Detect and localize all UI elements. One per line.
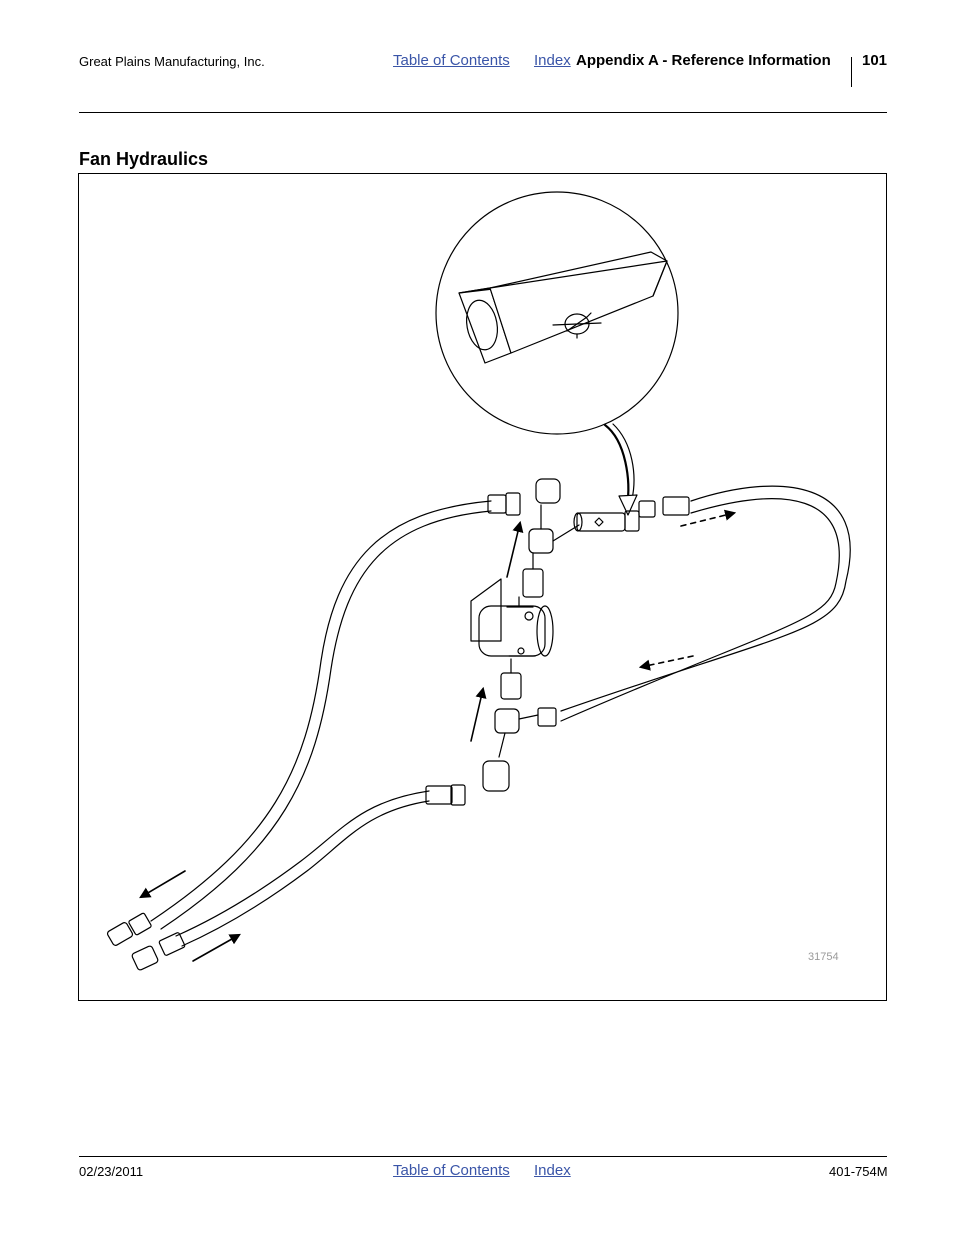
inline-check-valve xyxy=(573,510,640,532)
page-number: 101 xyxy=(862,52,888,69)
header-rule xyxy=(79,112,887,113)
figure-number: 31754 xyxy=(808,951,839,963)
flow-arrow-return-out xyxy=(680,509,737,527)
detail-magnifier xyxy=(435,191,679,435)
flow-arrow-in xyxy=(192,933,241,962)
upper-fittings xyxy=(522,478,580,598)
footer-date: 02/23/2011 xyxy=(79,1164,144,1179)
lower-fittings xyxy=(482,658,539,792)
flow-arrow-up-upper xyxy=(506,520,524,578)
section-title: Fan Hydraulics xyxy=(79,149,209,169)
fan-hydraulics-figure: 31754 xyxy=(78,173,887,1001)
hydraulic-motor xyxy=(470,578,554,657)
left-lower-hose xyxy=(131,784,466,971)
flow-arrow-up-lower xyxy=(470,686,487,742)
left-upper-hose xyxy=(106,492,521,946)
detail-callout-arrow xyxy=(603,423,638,516)
header-index-link[interactable]: Index xyxy=(534,52,571,69)
flow-arrow-return-in xyxy=(638,655,694,671)
footer-index-link[interactable]: Index xyxy=(534,1162,571,1179)
header-divider xyxy=(851,57,852,87)
document-number: 401-754M xyxy=(829,1164,888,1179)
company-name: Great Plains Manufacturing, Inc. xyxy=(79,54,265,69)
hydraulic-diagram xyxy=(106,191,851,971)
footer-toc-link[interactable]: Table of Contents xyxy=(393,1162,510,1179)
flow-arrow-out xyxy=(139,870,186,899)
header-toc-link[interactable]: Table of Contents xyxy=(393,52,510,69)
header-section-title: Appendix A - Reference Information xyxy=(576,52,831,69)
check-valve-detail xyxy=(458,251,668,364)
flow-arrows xyxy=(139,509,737,962)
right-loop-hose xyxy=(537,485,851,727)
footer-rule xyxy=(79,1156,887,1157)
